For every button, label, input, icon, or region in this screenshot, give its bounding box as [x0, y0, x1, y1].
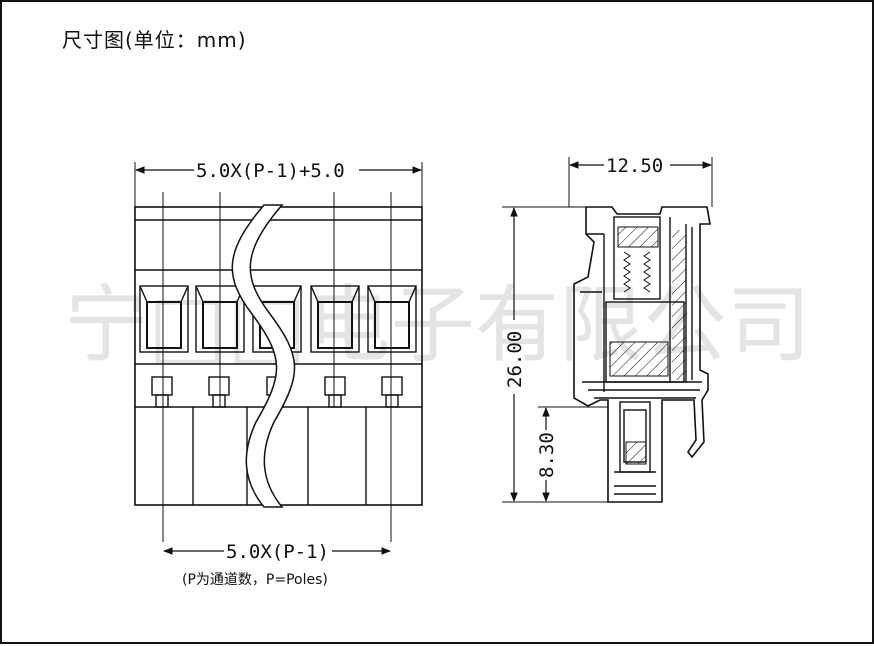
screw-hatch	[617, 226, 659, 248]
latch-tab	[324, 376, 346, 408]
side-view	[573, 206, 711, 503]
lower-dimension-label: 8.30	[536, 432, 558, 478]
height-dimension-label: 26.00	[504, 331, 526, 388]
watermark-text: 宁□□电子有限公司	[64, 276, 811, 374]
poles-note: (P为通道数，P=Poles)	[182, 572, 328, 588]
break-line	[231, 204, 296, 508]
terminal-window	[310, 285, 360, 353]
latch-tab	[381, 376, 403, 408]
lower-dimension: 8.30	[536, 406, 608, 502]
bottom-dimension: 5.0X(P-1)	[163, 541, 391, 563]
top-dimension: 5.0X(P-1)+5.0	[135, 160, 422, 182]
top-dimension-label: 5.0X(P-1)+5.0	[196, 160, 345, 182]
terminal-window	[367, 285, 417, 353]
height-dimension: 26.00	[502, 206, 608, 503]
drawing-title: 尺寸图(单位：mm)	[62, 28, 247, 52]
latch-tab	[208, 376, 230, 408]
clamp-hatch	[609, 341, 669, 377]
terminal-window	[139, 285, 189, 353]
width-dimension: 12.50	[568, 155, 713, 207]
contact-hatch	[672, 230, 686, 380]
width-dimension-label: 12.50	[606, 155, 663, 177]
bottom-dimension-label: 5.0X(P-1)	[226, 541, 329, 563]
latch-tab	[151, 376, 173, 408]
pin-hatch	[625, 441, 647, 465]
